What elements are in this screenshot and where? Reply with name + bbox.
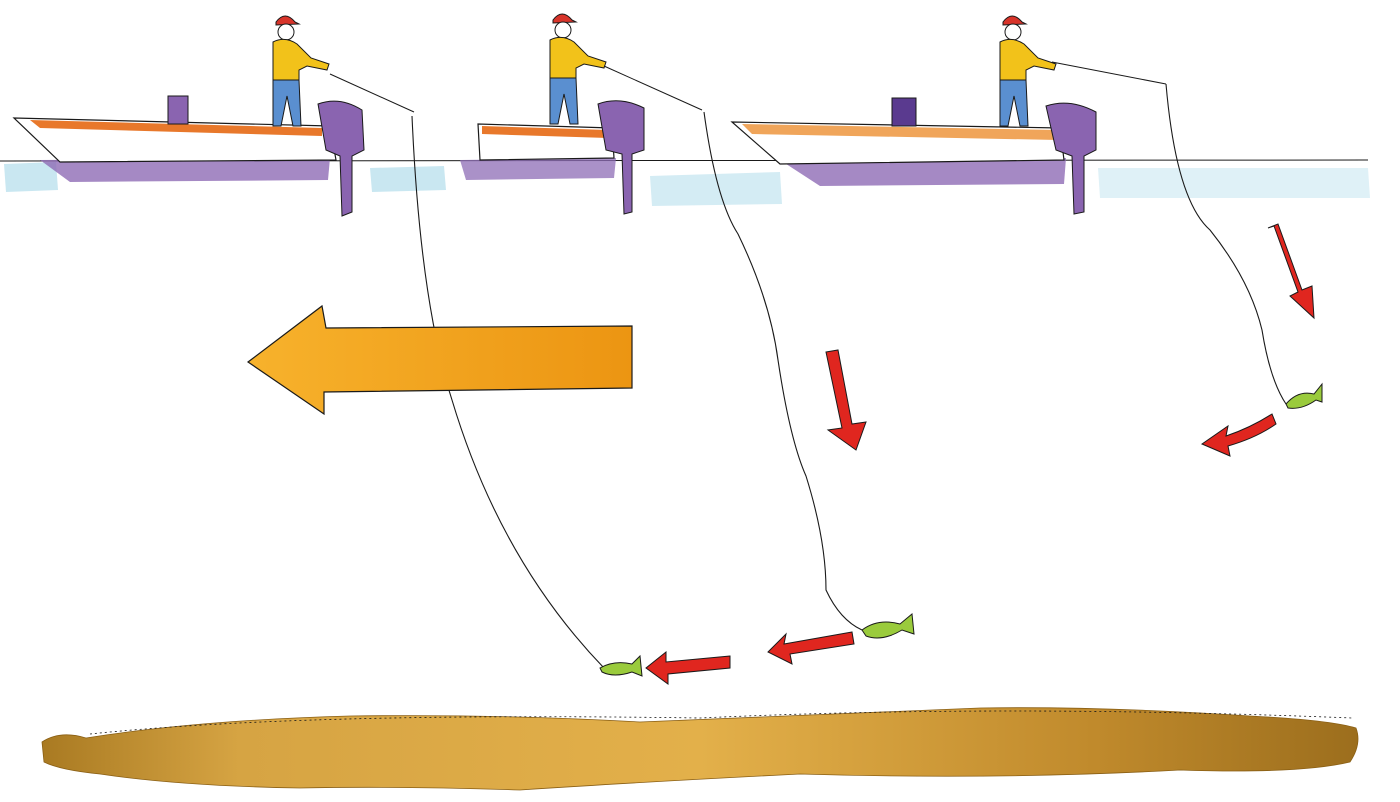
- fish-lure-icon: [861, 613, 915, 639]
- sink-arrow-boat-3: [1267, 223, 1315, 320]
- line-boat-2: [703, 111, 863, 631]
- fishing-lines: [411, 83, 1287, 669]
- boat-3: [730, 15, 1167, 215]
- angler-2: [549, 13, 607, 125]
- lure-motion-arrows: [645, 223, 1315, 685]
- sink-arrow-boat-2: [825, 349, 867, 451]
- retrieve-arrow-2: [767, 631, 855, 665]
- lake-bottom: [41, 707, 1359, 791]
- retrieve-arrow-boat-3: [1200, 413, 1277, 457]
- fish-lure-icon: [599, 654, 643, 677]
- boat-1: [12, 15, 415, 217]
- line-boat-3: [1165, 83, 1287, 405]
- lures: [599, 382, 1323, 677]
- boat-2: [460, 13, 703, 215]
- line-boat-1: [411, 115, 605, 669]
- drift-direction-arrow: [246, 304, 633, 416]
- fish-lure-icon: [1285, 382, 1323, 409]
- retrieve-arrow-1: [645, 650, 731, 685]
- water-surface: [0, 159, 1370, 206]
